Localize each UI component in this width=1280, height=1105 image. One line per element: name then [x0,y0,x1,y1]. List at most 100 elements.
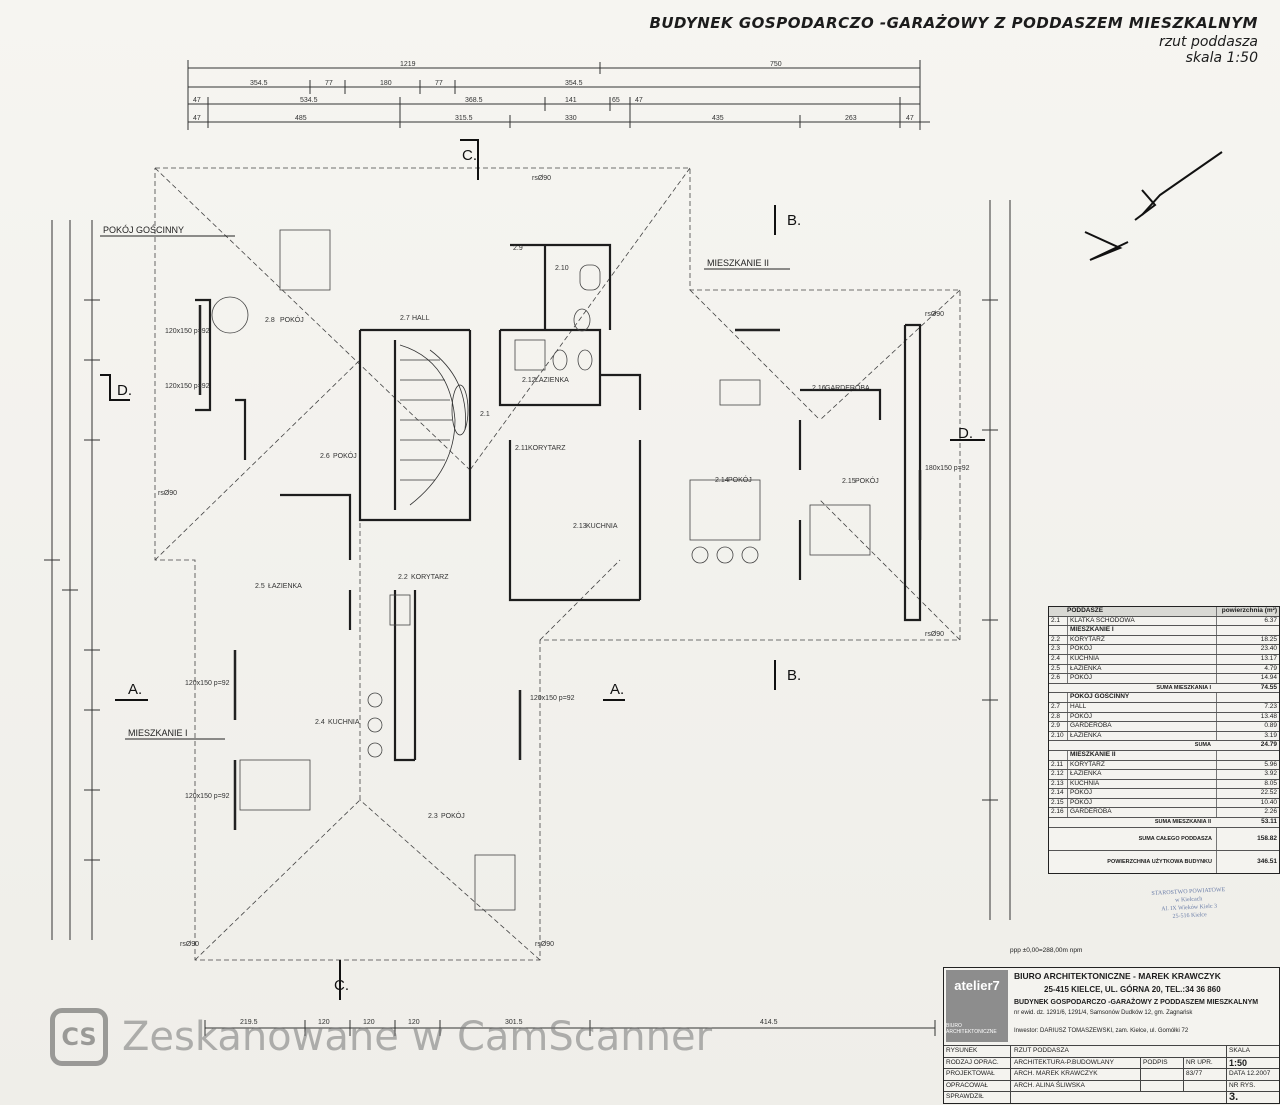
dim-top-354b: 354.5 [565,80,583,87]
staircase [399,344,469,506]
zone-mieszkanie-ii: MIESZKANIE II [707,258,769,268]
area-room-no: 2.12 [1049,770,1068,779]
area-room-value [1217,751,1279,760]
dim-top-77b: 77 [435,80,443,87]
area-room-name: KORYTARZ [1068,635,1217,645]
area-room-value [1217,626,1279,635]
area-room-no: 2.5 [1049,664,1068,674]
room-name-2-4: KUCHNIA [328,719,360,726]
dim-top-47a: 47 [193,97,201,104]
room-name-2-15: POKÓJ [855,476,879,485]
project-name: BUDYNEK GOSPODARCZO -GARAŻOWY Z PODDASZE… [1014,999,1259,1006]
tb-key-rysunek: RYSUNEK [944,1046,1011,1057]
dim-bottom-2: 120 [318,1019,330,1026]
room-name-2-16: GARDEROBA [825,385,870,392]
room-tag-2-9: 2.9 [513,245,523,252]
room-tag-2-7: 2.7 [400,315,410,322]
dim-bottom-4: 120 [408,1019,420,1026]
area-total-label: SUMA CAŁEGO PODDASZA [1049,827,1217,850]
area-room-name: KUCHNIA [1068,654,1217,664]
interior-walls [195,243,922,762]
room-tag-2-16: 2.16 [812,385,826,392]
rs-label-bottom-left: rsØ90 [180,941,199,948]
area-room-name: KUCHNIA [1068,779,1217,789]
tb-val-projnr: 83/77 [1184,1069,1227,1080]
official-stamp: STAROSTWO POWIATOWE w Kielcach Al. IX Wi… [1147,886,1231,922]
area-room-value: 7.23 [1264,702,1277,710]
area-room-value: 23.40 [1260,645,1277,653]
tb-val-data: 12.2007 [1246,1070,1271,1077]
tb-val-oprac: ARCH. ALINA ŚLIWSKA [1011,1080,1141,1091]
area-room-name: ŁAZIENKA [1068,731,1217,741]
dim-top-141: 141 [565,97,577,104]
area-room-no [1049,693,1068,702]
north-arrow-icon [1084,151,1223,261]
dim-bottom-3: 120 [363,1019,375,1026]
area-room-no [1049,750,1068,760]
bottom-dimension-lines [204,1020,936,1036]
area-room-no: 2.6 [1049,674,1068,683]
room-tag-2-5: 2.5 [255,583,265,590]
area-room-name: ŁAZIENKA [1068,664,1217,674]
tb-key-spraw: SPRAWDZIŁ [944,1092,1011,1103]
area-sum-value: 24.79 [1260,741,1277,749]
window-label-1: 120x150 p=92 [165,328,210,335]
dim-bottom-6: 414.5 [760,1019,778,1026]
area-room-value: 13.48 [1260,712,1277,720]
title-line2: rzut poddasza [1159,34,1258,50]
tb-val-proj: ARCH. MAREK KRAWCZYK [1011,1069,1141,1080]
tb-key-proj: PROJEKTOWAŁ [944,1069,1011,1080]
room-name-2-7: HALL [412,315,430,322]
title-line3: skala 1:50 [1185,50,1258,66]
right-dimension-lines [982,200,1011,920]
section-c-top: C. [462,147,477,164]
room-tag-2-3: 2.3 [428,813,438,820]
section-markers [100,139,985,1000]
area-room-value: 3.92 [1264,770,1277,778]
camscanner-icon: CS [50,1008,108,1066]
tb-data: DATA 12.2007 [1227,1069,1279,1080]
fixtures [211,229,871,911]
office-address: 25-415 KIELCE, UL. GÓRNA 20, TEL.:34 36 … [1044,985,1221,994]
area-room-no: 2.4 [1049,654,1068,664]
room-name-2-11: KORYTARZ [528,445,566,452]
area-room-value [1217,693,1279,702]
tb-val-spraw [1011,1092,1227,1103]
area-room-value: 18.25 [1260,635,1277,643]
area-total-value: 158.82 [1257,834,1277,842]
rs-label-right-mid: rsØ90 [925,631,944,638]
window-label-3: 180x150 p=92 [925,465,970,472]
tb-key-nrupr: NR UPR. [1184,1057,1227,1068]
dim-top-47d: 47 [906,115,914,122]
area-sum-label: SUMA MIESZKANIA I [1156,684,1211,691]
rs-label-left: rsØ90 [158,490,177,497]
area-usable-label: POWIERZCHNIA UŻYTKOWA BUDYNKU [1049,850,1217,873]
tb-key-skala: SKALA [1229,1047,1250,1054]
area-room-value: 3.19 [1264,731,1277,739]
area-table-title: PODDASZE [1049,607,1217,616]
area-room-no: 2.14 [1049,789,1068,798]
zone-pokoj-goscinny: POKÓJ GOŚCINNY [103,224,184,235]
tb-row-oprac: OPRACOWAŁ ARCH. ALINA ŚLIWSKA NR RYS. [944,1079,1279,1091]
left-dimension-lines [44,220,100,940]
area-room-name: POKÓJ [1068,674,1217,683]
area-room-value: 8.05 [1264,779,1277,787]
room-tag-2-15: 2.15 [842,478,856,485]
rs-label-top: rsØ90 [532,175,551,182]
dim-top-485: 485 [295,115,307,122]
tb-val-nrrys: 3. [1229,1091,1239,1103]
room-tag-2-10: 2.10 [555,265,569,272]
dim-top-750: 750 [770,61,782,68]
area-room-value: 14.94 [1260,674,1277,682]
area-table-usable: POWIERZCHNIA UŻYTKOWA BUDYNKU 346.51 [1049,850,1279,873]
area-room-value: 13.17 [1260,654,1277,662]
